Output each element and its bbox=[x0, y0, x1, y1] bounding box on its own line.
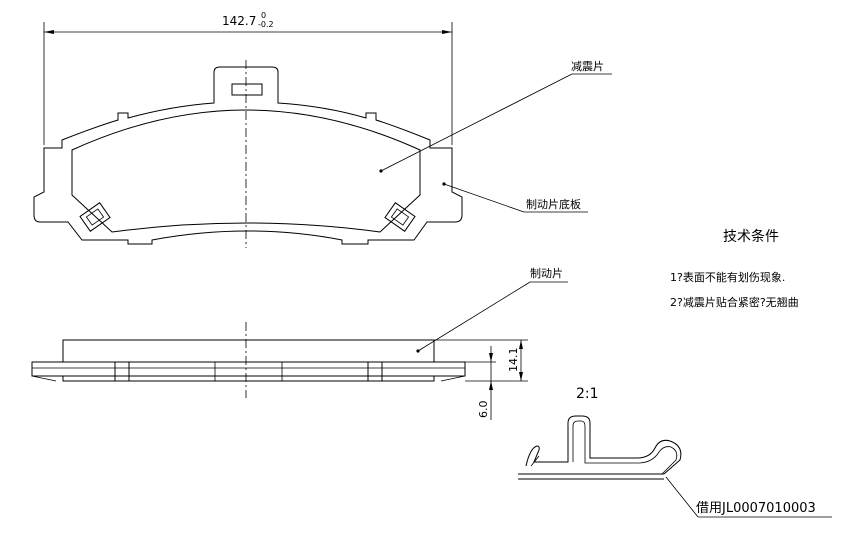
tech-requirement-1: 1?表面不能有划伤现象. bbox=[670, 270, 785, 284]
side-slot-left bbox=[114, 361, 130, 382]
label-backing-plate: 制动片底板 bbox=[526, 197, 581, 211]
top-view: 142.7 0 -0.2 减震片 制动片底板 bbox=[33, 11, 612, 248]
arrow-left bbox=[44, 30, 54, 34]
thickness-plate-value: 6.0 bbox=[477, 401, 490, 419]
leader-backing-plate bbox=[443, 183, 525, 213]
tech-requirements-title: 技术条件 bbox=[723, 228, 779, 245]
arrow-right bbox=[442, 30, 452, 34]
friction-layer bbox=[62, 339, 435, 363]
tech-requirement-2: 2?减震片贴合紧密?无翘曲 bbox=[670, 295, 799, 309]
label-friction-material: 减震片 bbox=[571, 60, 604, 73]
backing-plate-strip bbox=[31, 361, 466, 377]
width-tolerance-lower: -0.2 bbox=[258, 20, 274, 29]
leader-reference bbox=[665, 476, 699, 518]
center-tab-slot bbox=[231, 83, 263, 96]
clip-profile bbox=[525, 415, 682, 475]
label-brake-pad: 制动片 bbox=[530, 267, 563, 280]
tech-requirements: 技术条件 1?表面不能有划伤现象. 2?减震片贴合紧密?无翘曲 bbox=[670, 228, 799, 309]
reference-part-number: 借用JL0007010003 bbox=[696, 501, 816, 516]
width-dimension-value: 142.7 bbox=[222, 14, 256, 28]
leader-friction-material bbox=[380, 73, 573, 172]
side-view: 14.1 6.0 制动片 bbox=[31, 267, 568, 420]
detail-view: 2:1 借用JL0007010003 bbox=[518, 386, 832, 518]
thickness-total-value: 14.1 bbox=[507, 348, 520, 373]
clip-right bbox=[384, 202, 416, 232]
detail-scale: 2:1 bbox=[576, 386, 599, 402]
leader-brake-pad bbox=[417, 281, 531, 352]
width-tolerance-upper: 0 bbox=[261, 11, 266, 20]
side-slot-right bbox=[367, 361, 383, 382]
clip-left bbox=[79, 202, 111, 232]
friction-material-outline bbox=[71, 109, 421, 233]
backing-plate-outline bbox=[33, 66, 463, 245]
